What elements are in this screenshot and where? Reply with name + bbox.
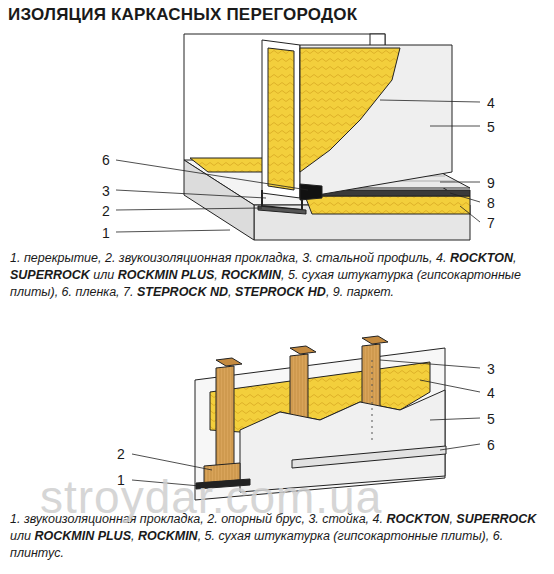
caption-text: 1. перекрытие, 2. звукоизоляционная прок… (10, 250, 545, 301)
title: ИЗОЛЯЦИЯ КАРКАСНЫХ ПЕРЕГОРОДОК (8, 5, 357, 25)
callout-number: 3 (100, 183, 112, 199)
callout-number: 4 (485, 95, 497, 111)
caption-fragment: SUPERROCK (10, 268, 90, 282)
caption-fragment: ROCKMIN (221, 268, 281, 282)
caption-fragment: ROCKMIN (138, 529, 198, 543)
callout-number: 2 (115, 446, 127, 462)
watermark: stroydar.com.ua (40, 470, 382, 524)
caption-fragment: ROCKMIN PLUS (118, 268, 215, 282)
caption-fragment: , (228, 285, 235, 299)
callout-number: 6 (100, 152, 112, 168)
caption-fragment: , (449, 512, 456, 526)
callout-number: 8 (485, 195, 497, 211)
callout-number: 9 (485, 175, 497, 191)
caption-fragment: ROCKTON (386, 512, 449, 526)
caption-fragment: , 9. паркет. (326, 285, 394, 299)
leader-lines (116, 100, 480, 232)
caption-fragment: ROCKTON (450, 251, 513, 265)
callout-number: 1 (100, 225, 112, 241)
callout-number: 4 (485, 385, 497, 401)
callout-number: 5 (485, 411, 497, 427)
caption-fragment: 1. перекрытие, 2. звукоизоляционная прок… (10, 251, 450, 265)
caption-fragment: STEPROCK ND (137, 285, 228, 299)
leader-lines (132, 360, 480, 486)
callout-number: 3 (485, 361, 497, 377)
caption-fragment: , (131, 529, 138, 543)
callout-number: 5 (485, 119, 497, 135)
caption-fragment: SUPERROCK (456, 512, 536, 526)
caption-fragment: , (513, 251, 516, 265)
callout-number: 6 (485, 437, 497, 453)
caption-fragment: или (90, 268, 118, 282)
frame-partition-figure (184, 34, 470, 240)
caption-fragment: или (10, 529, 34, 543)
callout-number: 7 (485, 215, 497, 231)
callout-number: 2 (100, 203, 112, 219)
caption-fragment: , (214, 268, 221, 282)
caption-fragment: STEPROCK HD (235, 285, 326, 299)
caption-fragment: ROCKMIN PLUS (34, 529, 131, 543)
